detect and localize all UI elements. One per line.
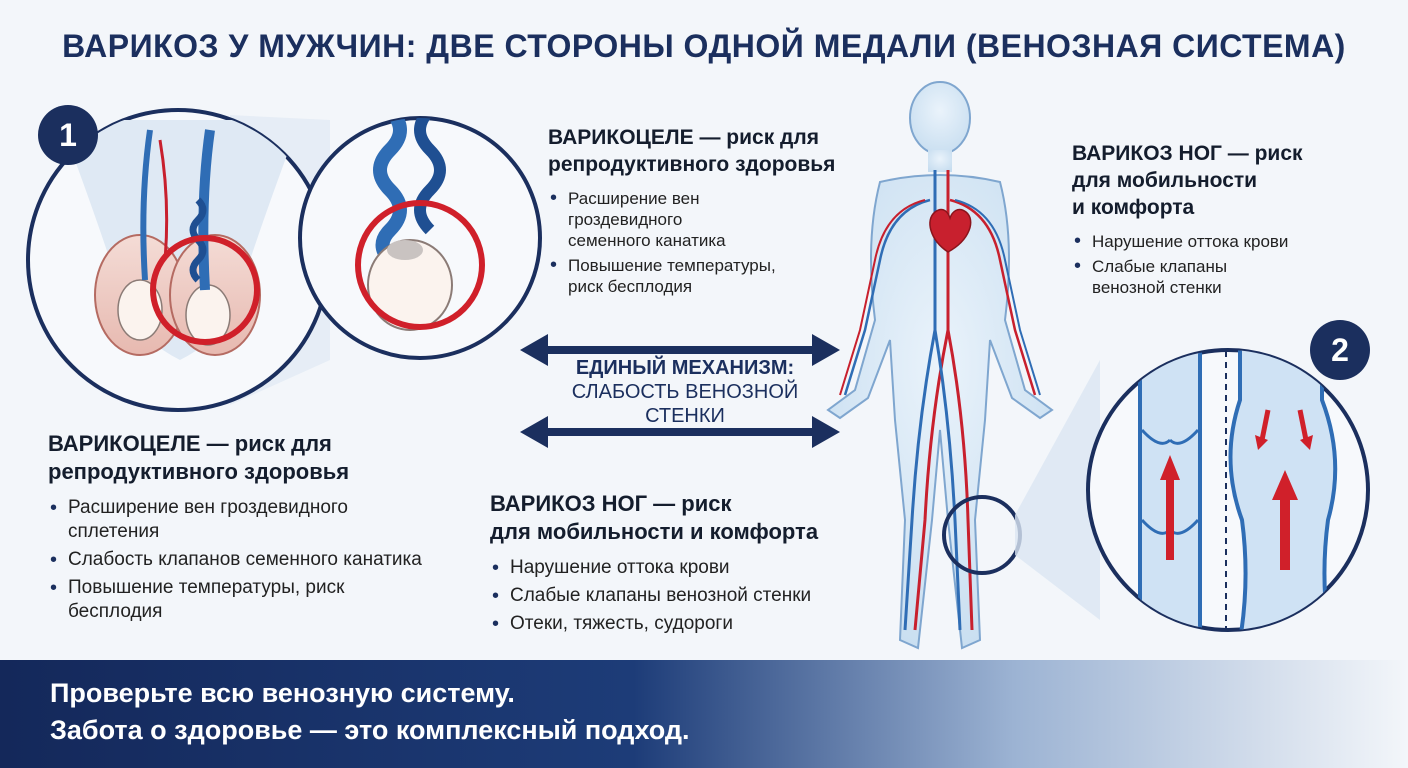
list-item: Повышение температуры, риск бесплодия (48, 576, 408, 624)
human-body-figure (826, 81, 1054, 650)
leg-magnifier-cone (1015, 360, 1100, 620)
varicose-top-heading: ВАРИКОЗ НОГ — риск для мобильности и ком… (1072, 140, 1372, 221)
page-title: ВАРИКОЗ У МУЖЧИН: ДВЕ СТОРОНЫ ОДНОЙ МЕДА… (62, 28, 1346, 64)
double-arrow-icon (520, 334, 840, 448)
anatomy-illustration (26, 108, 330, 412)
varicocele-bottom-heading: ВАРИКОЦЕЛЕ — риск для репродуктивного зд… (48, 430, 488, 486)
badge-1 (38, 105, 98, 165)
banner-line-1: Проверьте всю венозную систему. (50, 678, 515, 708)
vein-valve-illustration (1086, 348, 1370, 632)
badge-2 (1310, 320, 1370, 380)
varicose-top-block: ВАРИКОЗ НОГ — риск для мобильности и ком… (1072, 140, 1372, 302)
heading-line: ВАРИКОЦЕЛЕ — риск для (48, 431, 332, 456)
varicocele-top-list: Расширение вен гроздевидного семенного к… (548, 188, 868, 297)
heart-icon (929, 208, 972, 253)
mechanism-label: ЕДИНЫЙ МЕХАНИЗМ: СЛАБОСТЬ ВЕНОЗНОЙ СТЕНК… (540, 356, 830, 428)
badge-1-number: 1 (59, 117, 77, 153)
varicocele-top-block: ВАРИКОЦЕЛЕ — риск для репродуктивного зд… (548, 124, 868, 301)
badge-2-number: 2 (1331, 332, 1349, 368)
heading-line: для мобильности и комфорта (490, 519, 819, 544)
varicose-top-list: Нарушение оттока крови Слабые клапаны ве… (1072, 231, 1372, 298)
heading-line: ВАРИКОЗ НОГ — риск (1072, 142, 1303, 165)
list-item: Слабые клапаны венозной стенки (490, 584, 890, 608)
varicose-bottom-heading: ВАРИКОЗ НОГ — риск для мобильности и ком… (490, 490, 890, 546)
mechanism-line-1: ЕДИНЫЙ МЕХАНИЗМ: (575, 357, 795, 379)
mechanism-line-2: СЛАБОСТЬ ВЕНОЗНОЙ (571, 381, 799, 403)
varicose-bottom-list: Нарушение оттока крови Слабые клапаны ве… (490, 556, 890, 636)
heading-line: для мобильности (1072, 169, 1258, 192)
banner-line-2: Забота о здоровье — это комплексный подх… (50, 715, 690, 745)
magnifier-circle (298, 116, 542, 360)
list-item: Слабые клапаны венозной стенки (1072, 256, 1282, 298)
bottom-banner: Проверьте всю венозную систему. Забота о… (0, 660, 1408, 768)
list-item: Нарушение оттока крови (1072, 231, 1372, 252)
heading-line: ВАРИКОЗ НОГ — риск (490, 491, 732, 516)
heading-line: репродуктивного здоровья (548, 153, 836, 176)
list-item: Повышение температуры, риск бесплодия (548, 255, 808, 297)
list-item: Нарушение оттока крови (490, 556, 890, 580)
heading-line: ВАРИКОЦЕЛЕ — риск для (548, 126, 819, 149)
heading-line: репродуктивного здоровья (48, 459, 350, 484)
highlight-circle (150, 235, 260, 345)
list-item: Расширение вен гроздевидного сплетения (48, 496, 408, 544)
varicocele-top-heading: ВАРИКОЦЕЛЕ — риск для репродуктивного зд… (548, 124, 868, 178)
varicose-bottom-block: ВАРИКОЗ НОГ — риск для мобильности и ком… (490, 490, 890, 640)
list-item: Слабость клапанов семенного канатика (48, 548, 488, 572)
mechanism-line-3: СТЕНКИ (645, 405, 725, 427)
varicocele-bottom-list: Расширение вен гроздевидного сплетения С… (48, 496, 488, 624)
list-item: Отеки, тяжесть, судороги (490, 612, 890, 636)
list-item: Расширение вен гроздевидного семенного к… (548, 188, 738, 251)
heading-line: и комфорта (1072, 196, 1195, 219)
varicocele-bottom-block: ВАРИКОЦЕЛЕ — риск для репродуктивного зд… (48, 430, 488, 628)
